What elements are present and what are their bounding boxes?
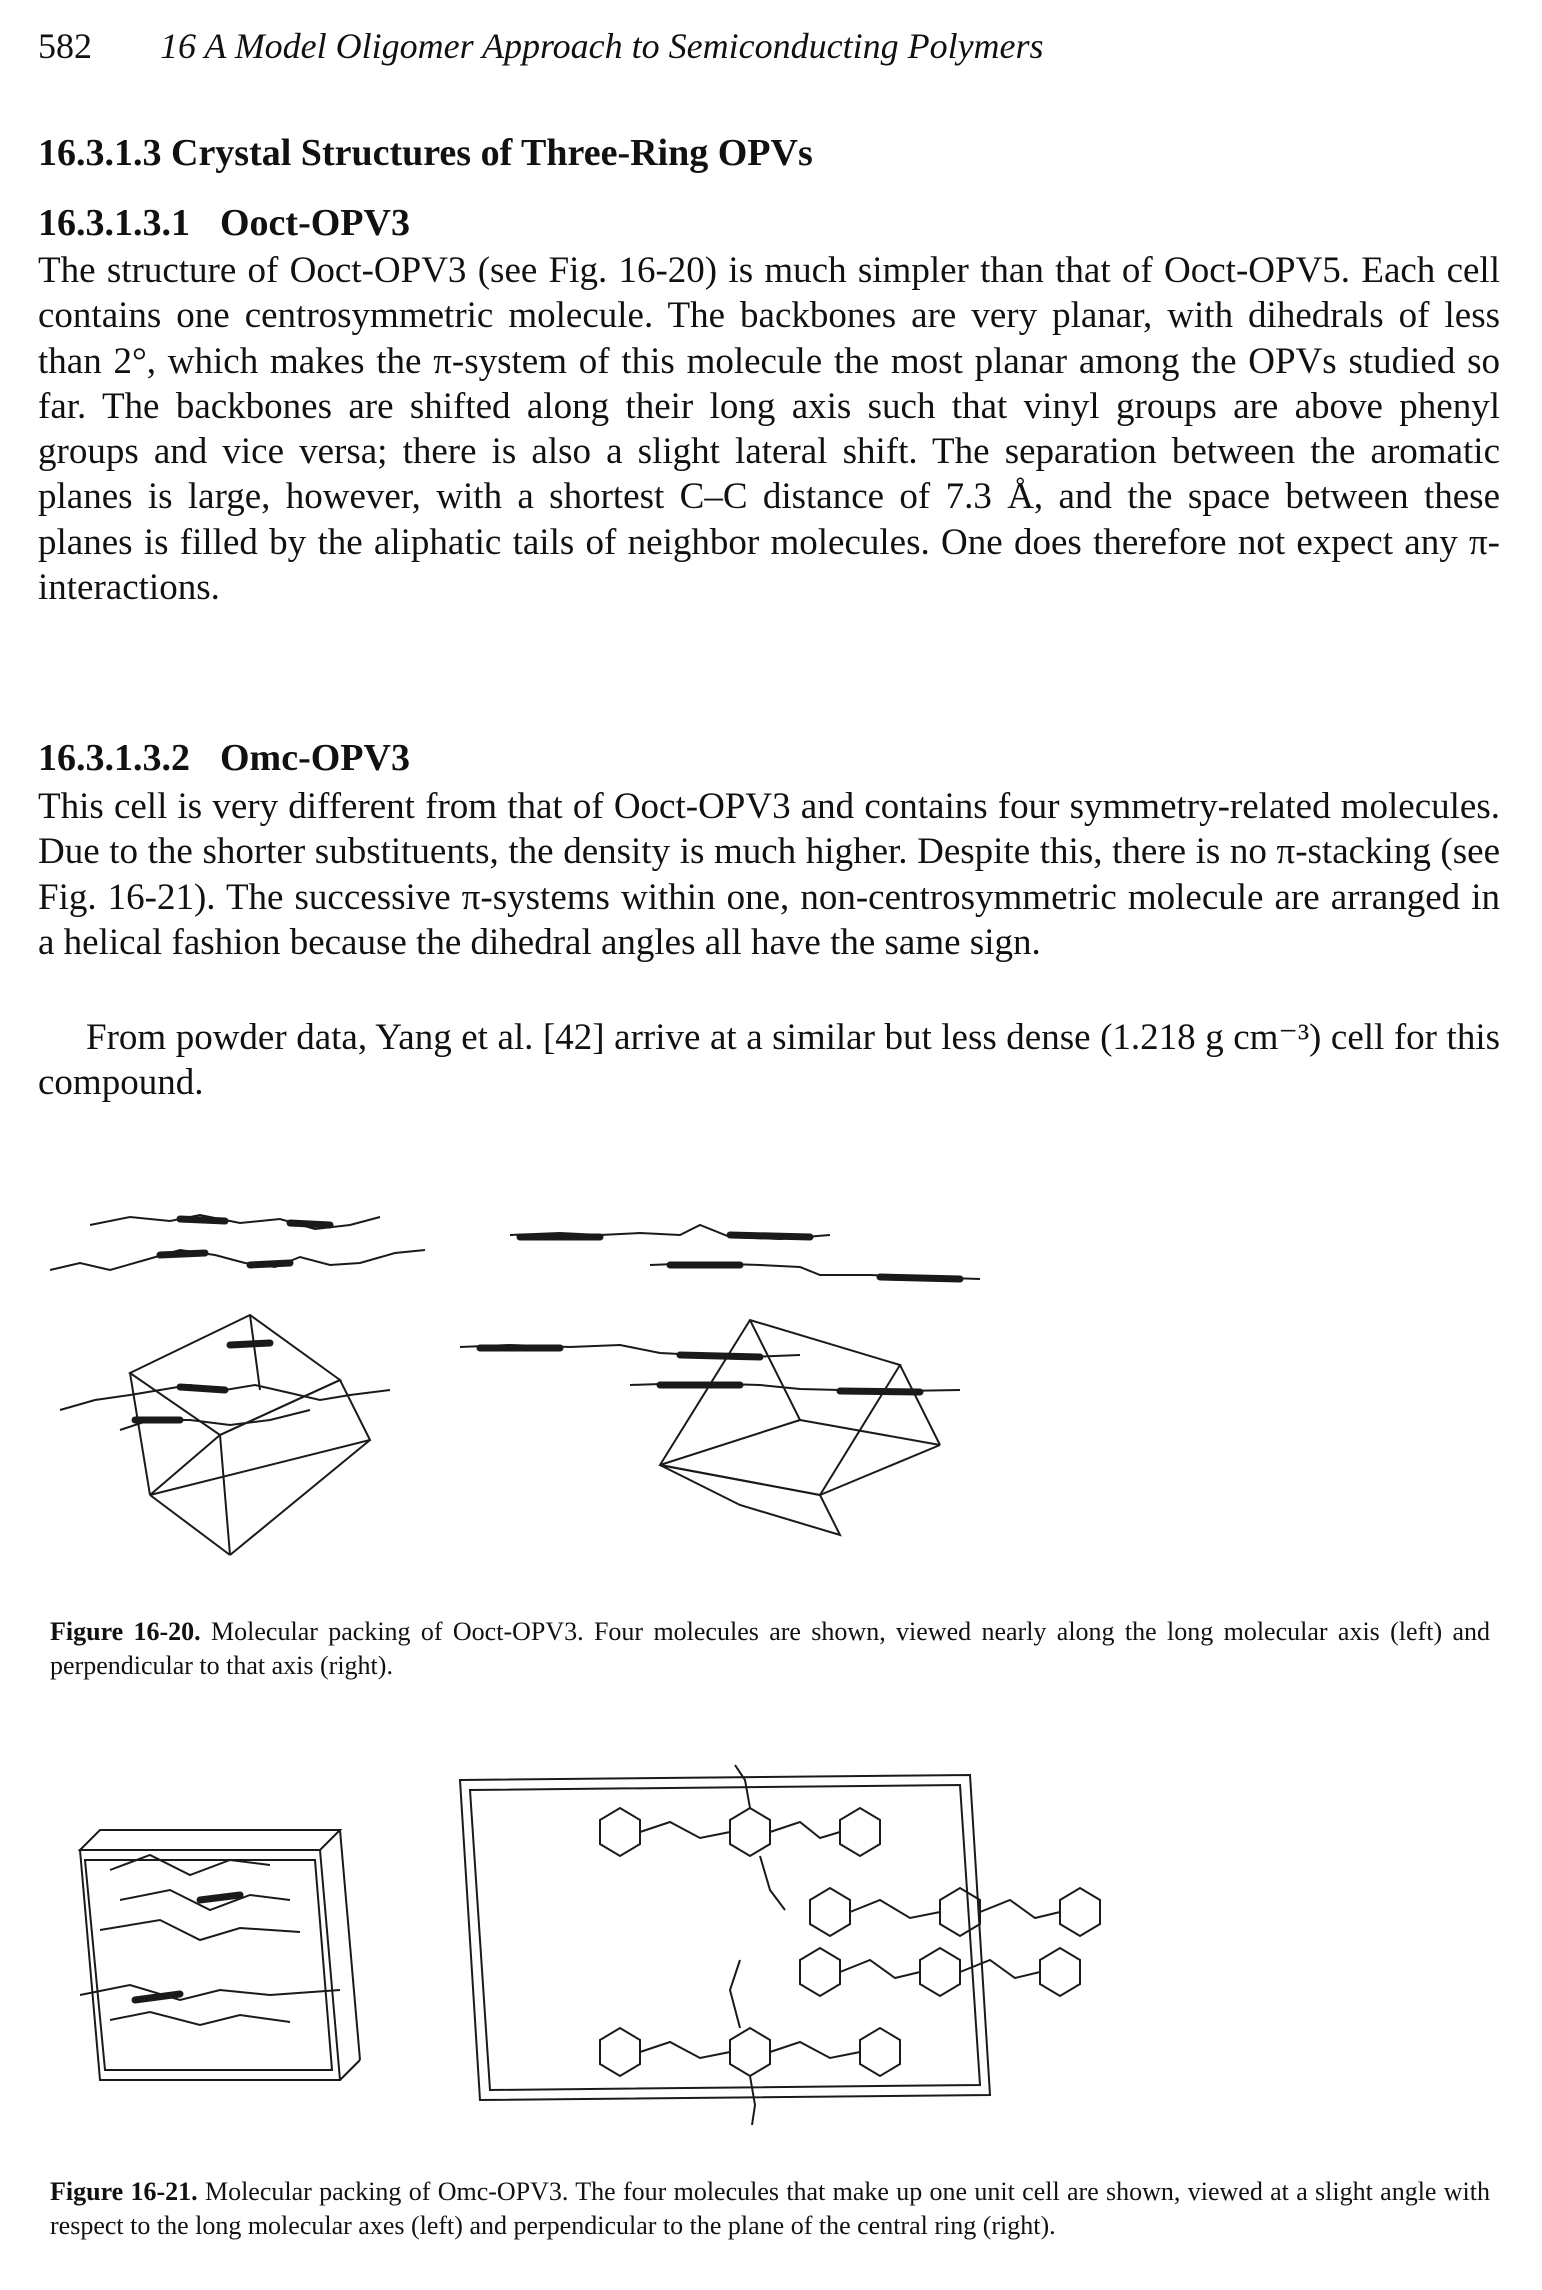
vinyl-link [979, 1898, 1061, 1920]
benzene-ring [1039, 1946, 1081, 1998]
figure-label: Figure 16-20. [50, 1617, 201, 1646]
substituent [759, 1855, 786, 1911]
molecule-backbone [89, 1213, 381, 1231]
paragraph-omc-opv3: This cell is very different from that of… [38, 786, 1500, 963]
benzene-ring [599, 2026, 641, 2078]
figure-16-21-caption: Figure 16-21. Molecular packing of Omc-O… [50, 2175, 1490, 2243]
benzene-ring [799, 1946, 841, 1998]
figure-16-20-drawing [49, 1213, 981, 1556]
molecule-backbone [59, 1383, 391, 1424]
benzene-ring [939, 1886, 981, 1938]
vinyl-link [769, 1820, 841, 1840]
molecule-backbone [119, 1339, 311, 1431]
running-header: 582 16 A Model Oligomer Approach to Semic… [38, 24, 1498, 68]
figure-caption-text: Molecular packing of Omc-OPV3. The four … [50, 2177, 1490, 2240]
figure-16-20-caption: Figure 16-20. Molecular packing of Ooct-… [50, 1615, 1490, 1683]
section-heading: 16.3.1.3 Crystal Structures of Three-Rin… [38, 132, 813, 174]
vinyl-link [849, 1898, 941, 1920]
substituent [734, 1764, 751, 1809]
unit-cell-left [128, 1313, 372, 1556]
molecule-backbone [509, 1223, 831, 1241]
unit-cell-right [458, 1773, 992, 2102]
subsection-title: Ooct-OPV3 [220, 202, 410, 244]
vinyl-link [959, 1958, 1041, 1980]
subsection-number: 16.3.1.3.1 [38, 202, 190, 244]
vinyl-link [769, 2040, 861, 2060]
unit-cell-left [77, 1829, 361, 2081]
subsection-heading-omc-opv3: 16.3.1.3.2 Omc-OPV3 [38, 735, 410, 781]
substituent [749, 2075, 757, 2126]
unit-cell-right [658, 1318, 941, 1537]
molecule-stack [79, 1853, 341, 2027]
benzene-ring [729, 1806, 771, 1858]
paragraph-ooct-opv3: The structure of Ooct-OPV3 (see Fig. 16-… [38, 250, 1500, 609]
molecule-backbone [629, 1381, 961, 1396]
vinyl-link [839, 1958, 921, 1980]
figure-caption-text: Molecular packing of Ooct-OPV3. Four mol… [50, 1617, 1490, 1680]
molecule-backbone [49, 1248, 426, 1272]
page-number: 582 [38, 26, 92, 66]
benzene-ring [729, 2026, 771, 2078]
benzene-ring [599, 1806, 641, 1858]
figure-16-21-drawing [77, 1764, 1101, 2126]
paragraph-powder-data: From powder data, Yang et al. [42] arriv… [38, 1017, 1500, 1104]
benzene-ring [859, 2026, 901, 2078]
molecule-backbone [459, 1343, 801, 1361]
benzene-ring [839, 1806, 881, 1858]
substituent [728, 1959, 741, 2029]
benzene-ring [919, 1946, 961, 1998]
vinyl-link [639, 2040, 731, 2060]
subsection-heading-ooct-opv3: 16.3.1.3.1 Ooct-OPV3 [38, 200, 410, 246]
subsection-title: Omc-OPV3 [220, 737, 410, 779]
subsection-number: 16.3.1.3.2 [38, 737, 190, 779]
benzene-ring [1059, 1886, 1101, 1938]
vinyl-link [639, 1820, 731, 1840]
figure-label: Figure 16-21. [50, 2177, 198, 2206]
molecule-backbone [649, 1261, 981, 1283]
running-title: 16 A Model Oligomer Approach to Semicond… [160, 26, 1044, 66]
benzene-ring [809, 1886, 851, 1938]
